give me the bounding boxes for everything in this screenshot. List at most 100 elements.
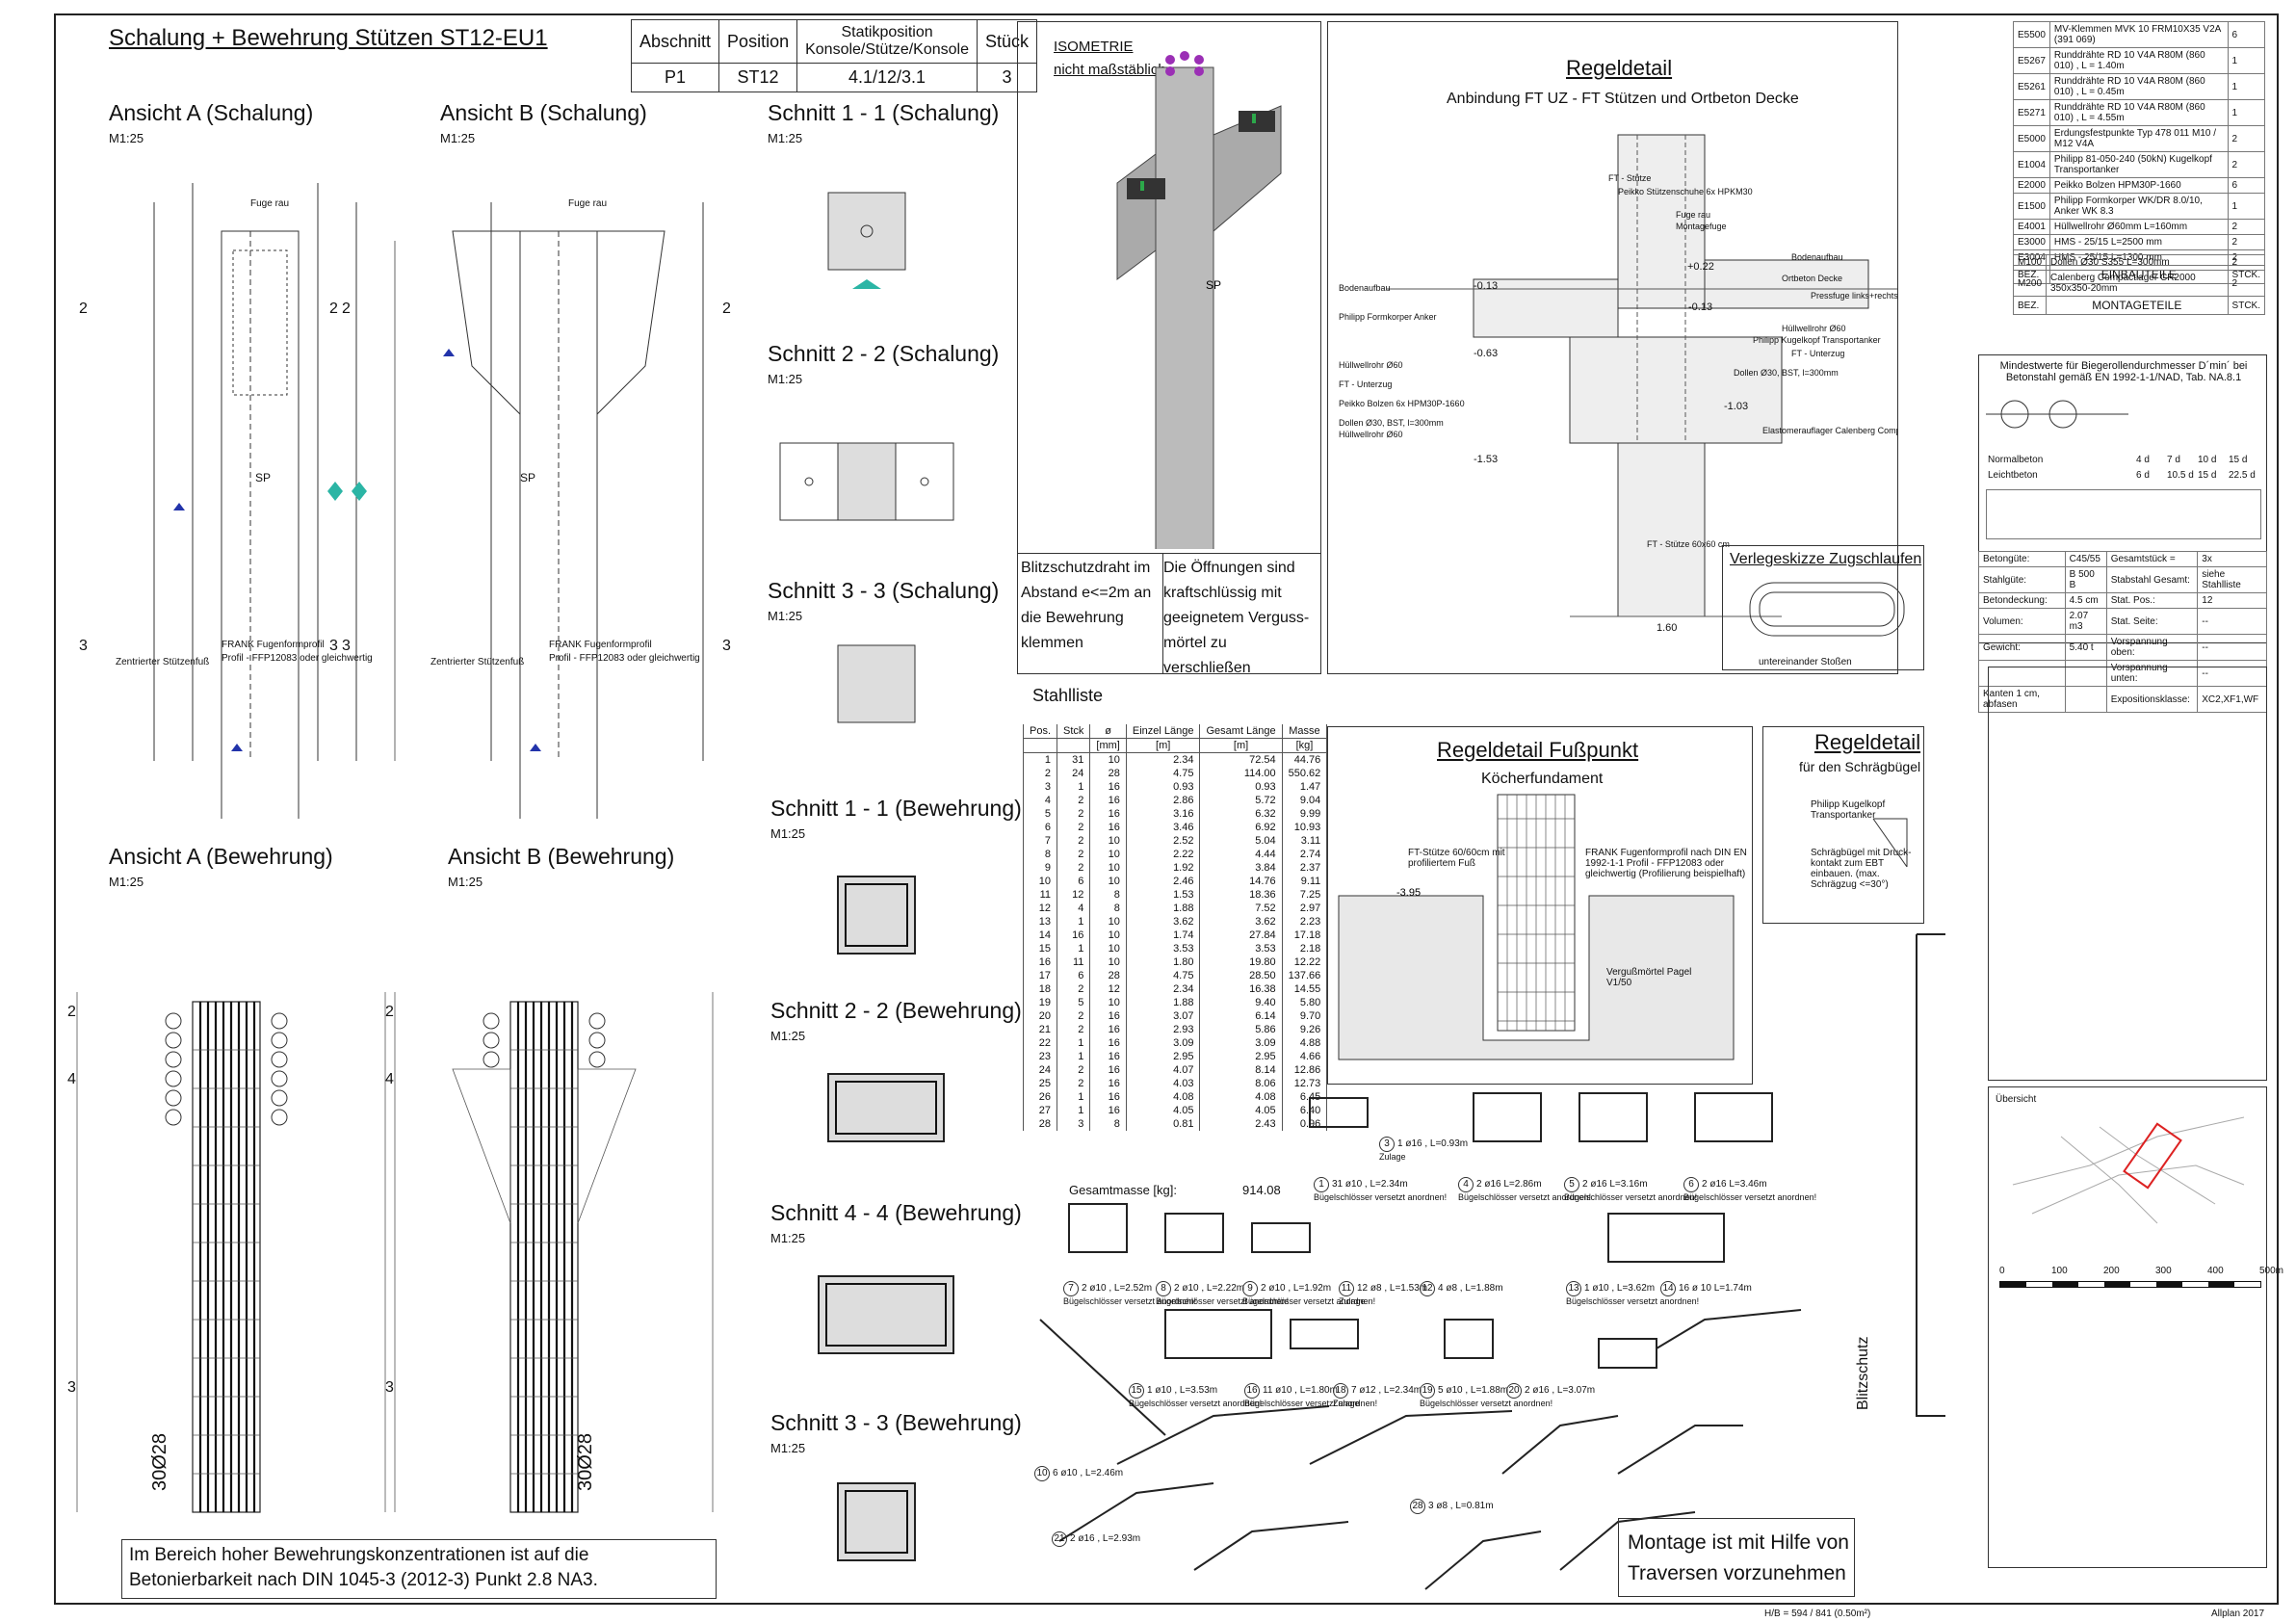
svg-text:FT - Unterzug: FT - Unterzug: [1791, 349, 1844, 358]
note-left-box: [121, 1539, 717, 1599]
scale-bar: [1999, 1281, 2261, 1288]
svg-text:Peikko Bolzen 6x HPM30P-1660: Peikko Bolzen 6x HPM30P-1660: [1339, 399, 1465, 408]
svg-text:FT - Unterzug: FT - Unterzug: [1339, 379, 1392, 389]
schnitt-11-schalung-title: Schnitt 1 - 1 (Schalung): [768, 100, 1000, 125]
note-bottom-right: Montage ist mit Hilfe von Traversen vorz…: [1628, 1531, 1849, 1584]
position-number: 1: [1314, 1177, 1329, 1192]
bending-text: 2 ø16 L=3.16m: [1582, 1179, 1648, 1190]
leicht-val-1: 6 d: [2136, 470, 2150, 481]
schnitt-22-bewehrung-title: Schnitt 2 - 2 (Bewehrung): [770, 998, 1022, 1023]
svg-text:Bodenaufbau: Bodenaufbau: [1339, 283, 1391, 293]
bending-note: Bügelschlösser versetzt anordnen!: [1156, 1296, 1290, 1306]
bending-note: Bügelschlösser versetzt anordnen!: [1314, 1192, 1448, 1202]
position-number: 3: [1379, 1137, 1395, 1152]
svg-text:Philipp Formkorper Anker: Philipp Formkorper Anker: [1339, 312, 1437, 322]
bending-note: Bügelschlösser versetzt anordnen!: [1420, 1399, 1553, 1408]
schnitt-33-schalung-title: Schnitt 3 - 3 (Schalung): [768, 578, 1000, 603]
mindestwerte-title: Mindestwerte für Biegerollendurchmesser …: [1999, 360, 2248, 383]
header-val-stueck: 3: [976, 63, 1038, 92]
fuge-rau-b: Fuge rau: [568, 198, 607, 209]
header-col-abschnitt: Abschnitt: [630, 19, 720, 64]
verlegeskizze-note: untereinander Stoßen: [1759, 657, 1852, 667]
schnitt-33-bewehrung-title: Schnitt 3 - 3 (Bewehrung): [770, 1410, 1022, 1435]
blitzschutz-drawing: [1916, 933, 1945, 1417]
scale-tick: 400: [2207, 1266, 2224, 1276]
leicht-val-3: 15 d: [2198, 470, 2217, 481]
leicht-val-2: 10.5 d: [2167, 470, 2194, 481]
fusspunkt-label-2: FRANK Fugenformprofil nach DIN EN 1992-1…: [1585, 848, 1747, 879]
svg-text:Bodenaufbau: Bodenaufbau: [1791, 252, 1843, 262]
normal-val-2: 7 d: [2167, 455, 2180, 465]
svg-text:Elastomerauflager Calenberg Co: Elastomerauflager Calenberg Compactlager…: [1762, 426, 1897, 435]
position-number: 19: [1420, 1383, 1435, 1399]
isometrie-subtitle: nicht maßstäblich: [1054, 62, 1166, 78]
bending-text: 31 ø10 , L=2.34m: [1332, 1179, 1408, 1190]
header-val-position: ST12: [718, 63, 798, 92]
schnitt-11-schalung-scale: M1:25: [768, 131, 803, 145]
normal-val-1: 4 d: [2136, 455, 2150, 465]
regeldetail-title: Regeldetail: [1566, 56, 1673, 80]
ansicht-b-bewehrung-title: Ansicht B (Bewehrung): [448, 844, 675, 869]
schnitt-22-bewehrung-scale: M1:25: [770, 1029, 806, 1043]
title-block: [1988, 667, 2267, 1081]
svg-text:Dollen Ø30, BST, l=300mm: Dollen Ø30, BST, l=300mm: [1339, 418, 1444, 428]
scale-tick: 200: [2103, 1266, 2120, 1276]
fusspunkt-label-3: Vergußmörtel Pagel V1/50: [1606, 967, 1692, 988]
profil-ffp-a: Profil - FFP12083 oder gleichwertig: [222, 653, 373, 664]
bending-note: Bügelschlösser versetzt anordnen!: [1564, 1192, 1698, 1202]
position-number: 18: [1333, 1383, 1348, 1399]
normal-val-3: 10 d: [2198, 455, 2217, 465]
fusspunkt-title: Regeldetail Fußpunkt: [1437, 738, 1639, 762]
bending-text: 7 ø12 , L=2.34m: [1351, 1385, 1422, 1396]
isometrie-sp: SP: [1206, 278, 1221, 292]
position-number: 13: [1566, 1281, 1581, 1296]
svg-text:2: 2: [722, 301, 731, 317]
svg-text:Pressfuge links+rechts: Pressfuge links+rechts: [1811, 291, 1897, 301]
fusspunkt-drawing: -3.95: [1338, 794, 1735, 1060]
position-number: 5: [1564, 1177, 1579, 1192]
svg-text:Fuge rau: Fuge rau: [1676, 210, 1710, 220]
uebersicht-highlight: [2123, 1122, 2182, 1190]
ansicht-a-schalung-scale: M1:25: [109, 131, 144, 145]
ansicht-a-schalung-title: Ansicht A (Schalung): [109, 100, 314, 125]
schraegbuegel-subtitle: für den Schrägbügel: [1799, 759, 1921, 774]
schraegbuegel-box: [1762, 726, 1924, 924]
level-2: -0.13: [1474, 280, 1498, 292]
bending-note: Bügelschlösser versetzt anordnen!: [1242, 1296, 1376, 1306]
bending-text: 12 ø8 , L=1.53m: [1357, 1283, 1428, 1294]
bending-note: Bügelschlösser versetzt anordnen!: [1683, 1192, 1817, 1202]
bending-text: 16 ø 10 L=1.74m: [1679, 1283, 1752, 1294]
bending-note: Bügelschlösser versetzt anordnen!: [1129, 1399, 1263, 1408]
schraegbuegel-drawing: [1872, 818, 1908, 868]
svg-text:3: 3: [722, 638, 731, 654]
verlegeskizze-box: [1722, 545, 1924, 670]
level-4: -0.63: [1474, 348, 1498, 359]
sp-label-b: SP: [520, 471, 535, 484]
normalbeton-label: Normalbeton: [1988, 455, 2044, 465]
leicht-val-4: 22.5 d: [2229, 470, 2256, 481]
bending-note: Zulage: [1379, 1152, 1406, 1162]
position-number: 4: [1458, 1177, 1474, 1192]
fusspunkt-level: -3.95: [1396, 887, 1421, 899]
